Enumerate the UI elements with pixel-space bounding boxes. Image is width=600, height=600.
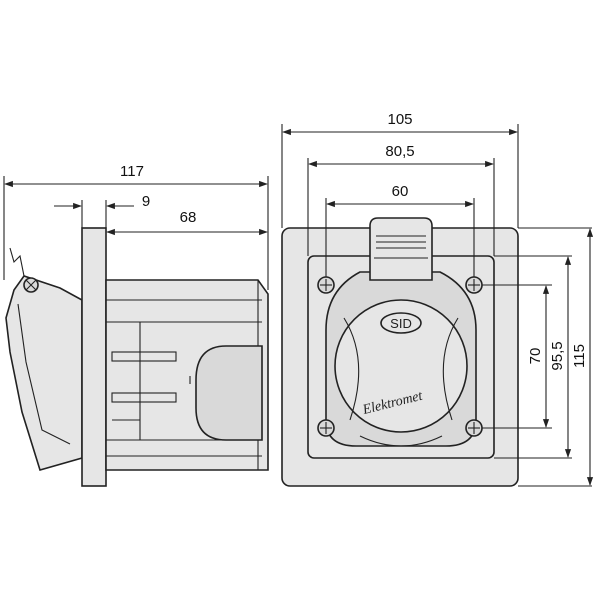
socket-lid (369, 217, 433, 281)
dim-hole-spacing-label: 70 (527, 348, 544, 365)
screw-bottom-left-icon (317, 419, 335, 437)
dim-flange-label: 9 (142, 193, 150, 210)
screw-top-left-icon (317, 276, 335, 294)
dim-width-label: 105 (387, 111, 412, 128)
dim-frame-height-label: 95,5 (549, 341, 566, 370)
brand-badge (380, 312, 422, 334)
socket-face (334, 299, 468, 433)
side-gland (195, 345, 263, 441)
side-cover (5, 275, 83, 471)
dim-socket-label: 60 (392, 183, 409, 200)
dim-height-label: 115 (571, 344, 588, 368)
side-cover-hinge (9, 247, 25, 277)
screw-bottom-right-icon (465, 419, 483, 437)
dim-overall-label: 117 (120, 163, 144, 180)
dim-frame-label: 80,5 (385, 143, 414, 160)
side-view: 117 9 68 (3, 163, 269, 487)
front-view: SID Elektromet 105 (281, 111, 594, 487)
screw-top-right-icon (465, 276, 483, 294)
side-flange (81, 227, 107, 487)
dim-body-label: 68 (180, 209, 197, 226)
side-cover-inner (17, 303, 71, 445)
brand-label: SID (390, 316, 412, 331)
